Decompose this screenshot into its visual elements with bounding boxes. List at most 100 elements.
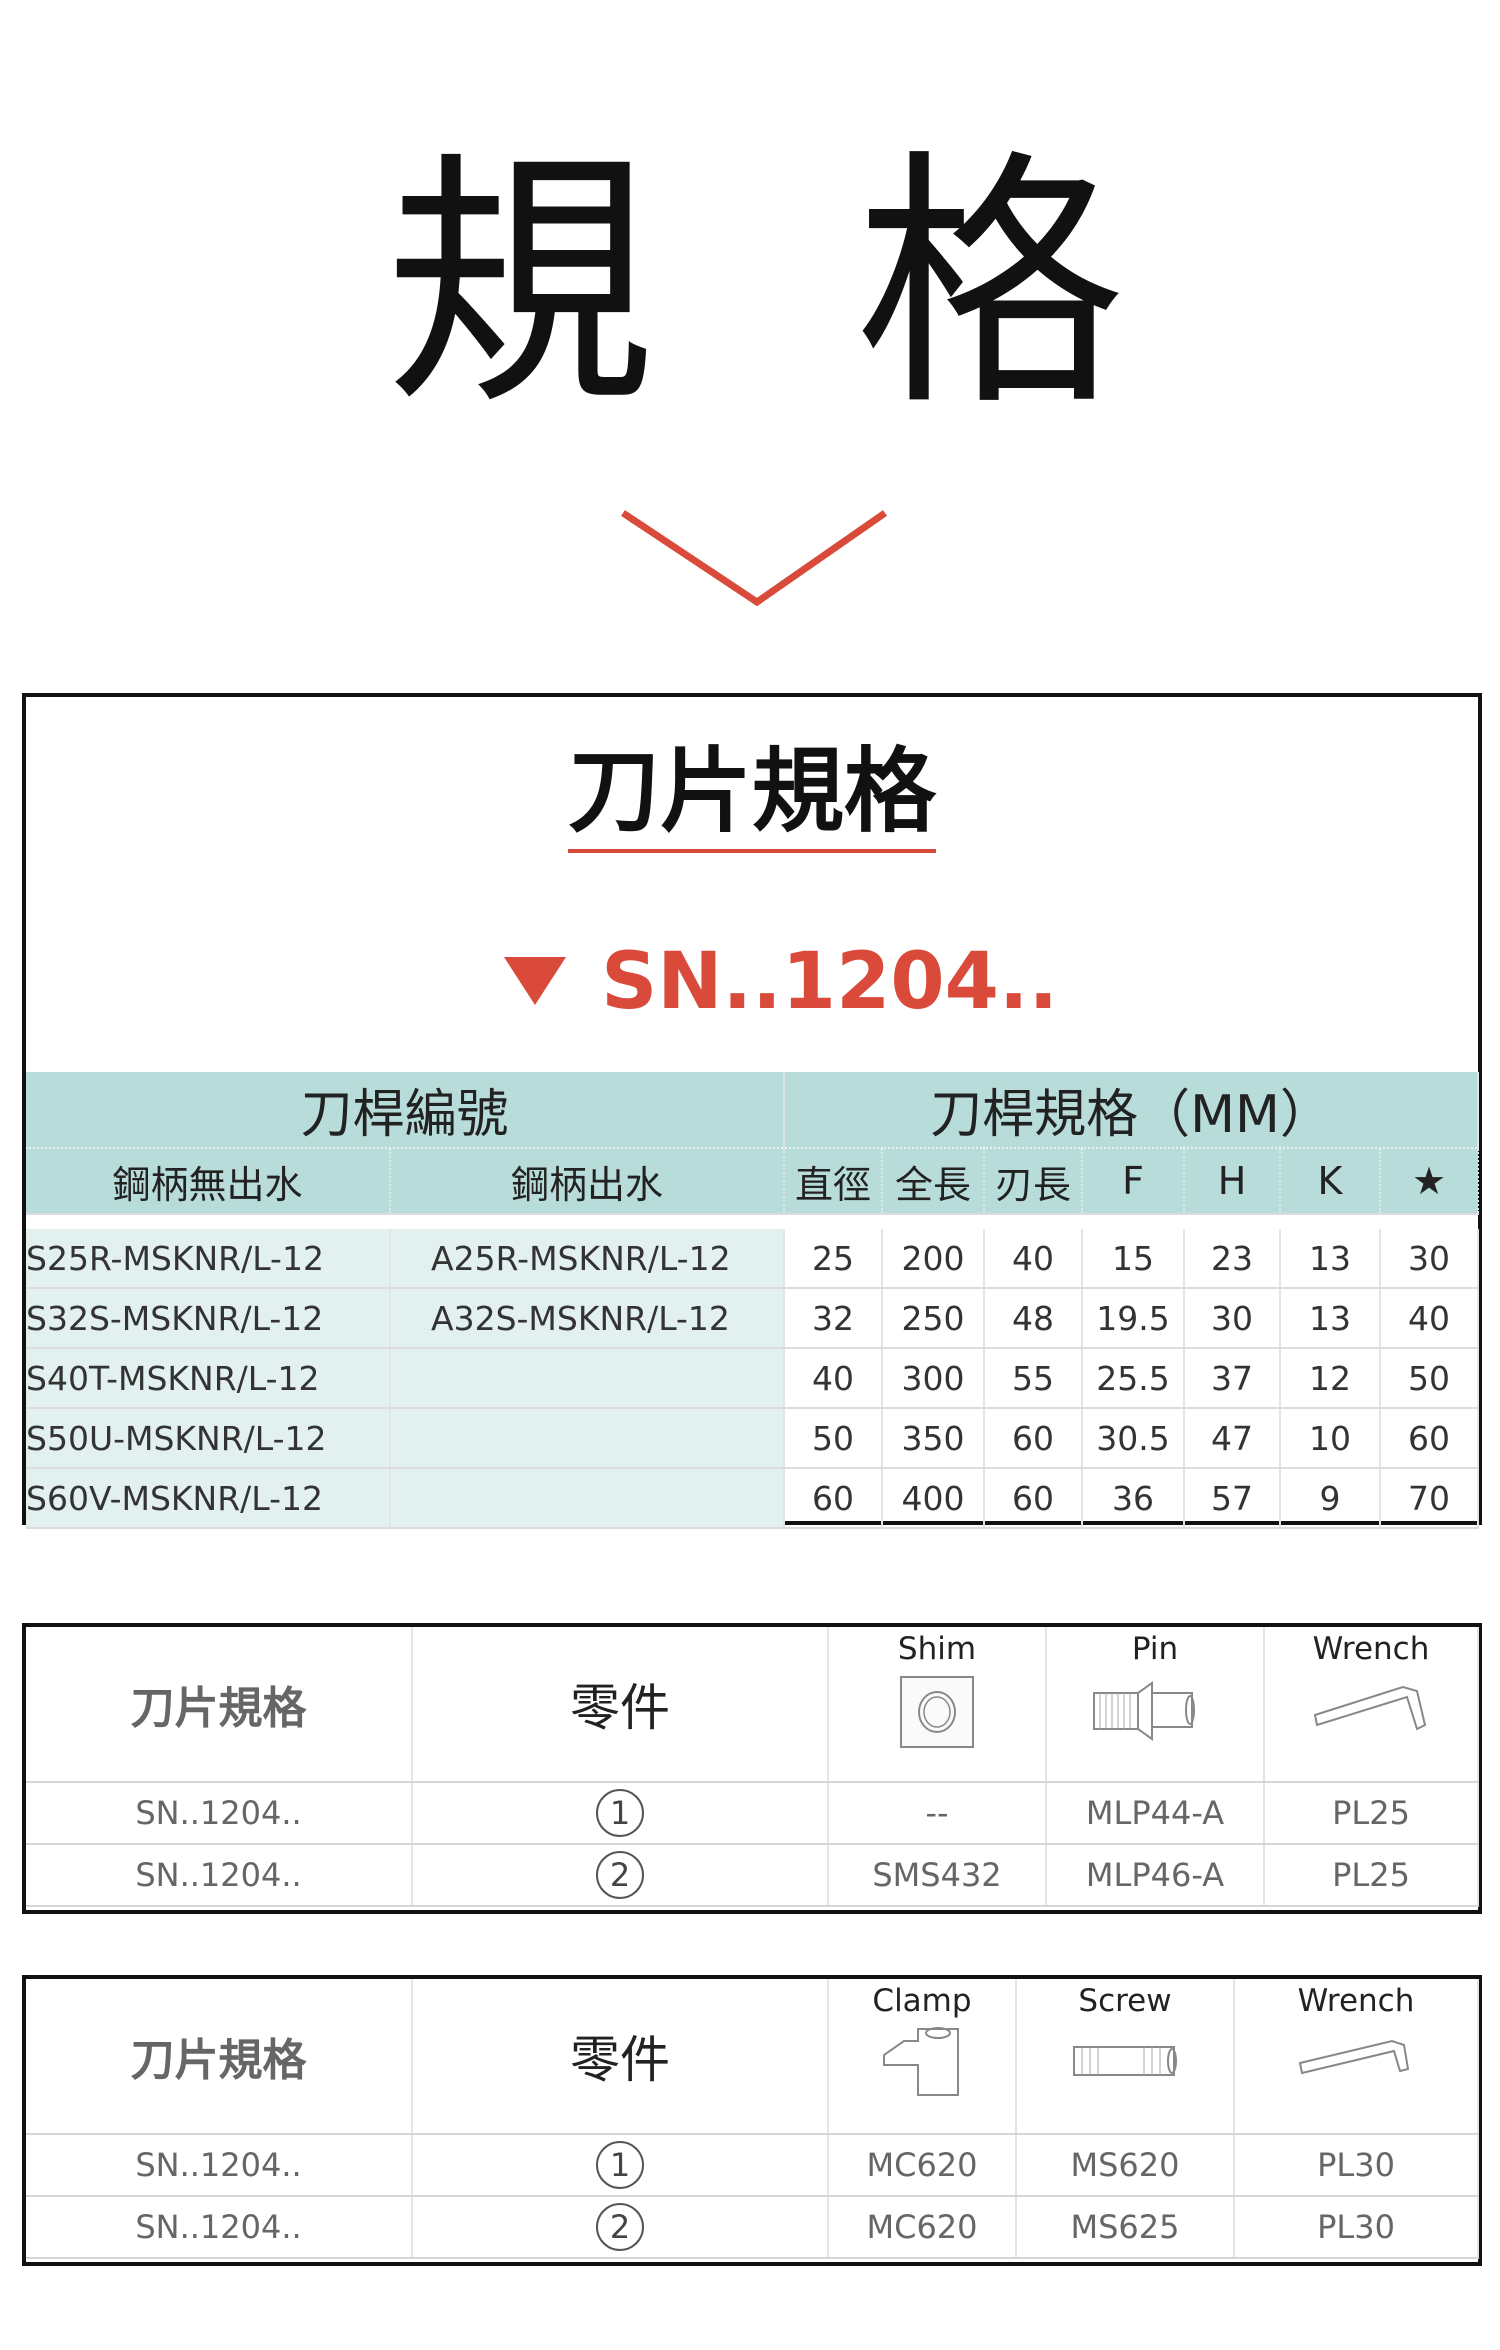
option-number: 2	[596, 2203, 644, 2251]
table-cell: 10	[1280, 1408, 1381, 1469]
table-cell: SN..1204..	[26, 1844, 413, 1907]
table-cell: MC620	[866, 2208, 978, 2246]
table-cell: 300	[882, 1348, 985, 1409]
title-char-2: 格	[855, 127, 1125, 442]
table-cell: MLP46-A	[1046, 1844, 1265, 1907]
table-cell: SN..1204..	[26, 1782, 413, 1845]
table-cell: SN..1204..	[135, 1856, 302, 1894]
table-cell: PL25	[1264, 1782, 1479, 1845]
table-cell: SMS432	[828, 1844, 1047, 1907]
blade-spec-heading: 刀片規格	[567, 738, 936, 853]
screw-icon	[1073, 2046, 1177, 2076]
table-cell: 32	[784, 1288, 883, 1349]
parts-box-1: 刀片規格 零件 Shim Pin Wrench SN..1204..1--MLP…	[22, 1623, 1482, 1914]
table-cell: 25	[784, 1229, 883, 1289]
col-header: 鋼柄出水	[390, 1148, 786, 1215]
col-header: H	[1184, 1148, 1282, 1215]
table-cell: --	[925, 1794, 949, 1832]
table-cell: 36	[1082, 1468, 1185, 1529]
table-cell: 9	[1280, 1468, 1381, 1529]
table-cell: 40	[784, 1348, 883, 1409]
table-cell: 55	[984, 1348, 1083, 1409]
table-cell: MC620	[828, 2134, 1017, 2197]
table-cell: SMS432	[872, 1856, 1002, 1894]
blade-model: SN..1204..	[601, 937, 1059, 1027]
table-cell: 40	[984, 1229, 1083, 1289]
table-row: SN..1204.. 2 MC620 MS625 PL30	[26, 2196, 1479, 2259]
table-cell: 70	[1380, 1468, 1479, 1529]
table-cell: 1	[412, 1782, 829, 1845]
table-cell: --	[828, 1782, 1047, 1845]
table-cell: 50	[1380, 1348, 1479, 1409]
header-parts: 零件	[412, 1979, 829, 2135]
table-cell: A32S-MSKNR/L-12	[390, 1288, 785, 1349]
table-cell: 30	[1184, 1288, 1281, 1349]
table-row: SN..1204..1 -- MLP44-A PL25	[26, 1782, 1479, 1845]
table-cell: PL25	[1264, 1844, 1479, 1907]
table-cell: 40	[1380, 1288, 1479, 1349]
table-cell: MS625	[1016, 2196, 1235, 2259]
clamp-icon	[883, 2027, 959, 2096]
table-cell: 23	[1184, 1229, 1281, 1289]
col-header: F	[1082, 1148, 1186, 1215]
table-cell: 60	[784, 1468, 883, 1529]
table-cell: MC620	[828, 2196, 1017, 2259]
header-screw: Screw	[1078, 1983, 1172, 2019]
table-cell: S25R-MSKNR/L-12	[26, 1229, 391, 1289]
table-cell: S40T-MSKNR/L-12	[26, 1348, 391, 1409]
table-cell: 30.5	[1082, 1408, 1185, 1469]
group-header-code: 刀桿編號	[26, 1072, 786, 1149]
col-header: 鋼柄無出水	[26, 1148, 391, 1215]
table-cell: S50U-MSKNR/L-12	[26, 1408, 391, 1469]
table-cell: MLP44-A	[1046, 1782, 1265, 1845]
table-cell: 400	[882, 1468, 985, 1529]
table-cell: PL30	[1317, 2146, 1395, 2184]
holder-table: 刀桿編號刀桿規格（MM） 鋼柄無出水 鋼柄出水 直徑 全長 刃長 F H K ★…	[26, 1072, 1480, 1529]
wrench-icon	[1298, 2039, 1410, 2075]
table-cell	[390, 1468, 785, 1529]
title-char-1: 規	[385, 127, 655, 442]
option-number: 1	[596, 2141, 644, 2189]
table-cell: 60	[984, 1408, 1083, 1469]
header-blade-spec: 刀片規格	[26, 1627, 413, 1783]
header-clamp: Clamp	[872, 1983, 972, 2019]
table-cell: S32S-MSKNR/L-12	[26, 1288, 391, 1349]
table-cell: 2	[412, 2196, 829, 2259]
table-cell: 50	[784, 1408, 883, 1469]
table-cell: 2	[412, 1844, 829, 1907]
table-cell: PL30	[1317, 2208, 1395, 2246]
header-shim: Shim	[897, 1631, 977, 1667]
header-pin: Pin	[1131, 1631, 1179, 1667]
table-cell: MS620	[1070, 2146, 1180, 2184]
star-icon: ★	[1380, 1148, 1480, 1215]
table-cell: SN..1204..	[135, 2208, 302, 2246]
table-cell: PL25	[1332, 1856, 1410, 1894]
table-cell	[390, 1408, 785, 1469]
table-cell: SN..1204..	[26, 2196, 413, 2259]
table-cell: 12	[1280, 1348, 1381, 1409]
table-cell: S60V-MSKNR/L-12	[26, 1468, 391, 1529]
header-blade-spec: 刀片規格	[26, 1979, 413, 2135]
table-cell: 13	[1280, 1229, 1381, 1289]
table-cell: MS620	[1016, 2134, 1235, 2197]
shim-icon	[900, 1676, 974, 1748]
table-cell: PL30	[1234, 2196, 1479, 2259]
table-cell: A25R-MSKNR/L-12	[390, 1229, 785, 1289]
triangle-down-icon	[504, 957, 566, 1005]
table-cell: PL25	[1332, 1794, 1410, 1832]
table-cell: MC620	[866, 2146, 978, 2184]
holder-spec-box: 刀片規格 SN..1204.. 刀桿編號刀桿規格（MM） 鋼柄無出水 鋼柄出水 …	[22, 693, 1482, 1529]
table-cell: MS625	[1070, 2208, 1180, 2246]
header-wrench: Wrench	[1297, 1983, 1415, 2019]
chevron-down-icon	[621, 510, 887, 607]
table-cell: 25.5	[1082, 1348, 1185, 1409]
header-wrench: Wrench	[1312, 1631, 1430, 1667]
table-cell: 37	[1184, 1348, 1281, 1409]
header-parts: 零件	[412, 1627, 829, 1783]
table-cell: 350	[882, 1408, 985, 1469]
